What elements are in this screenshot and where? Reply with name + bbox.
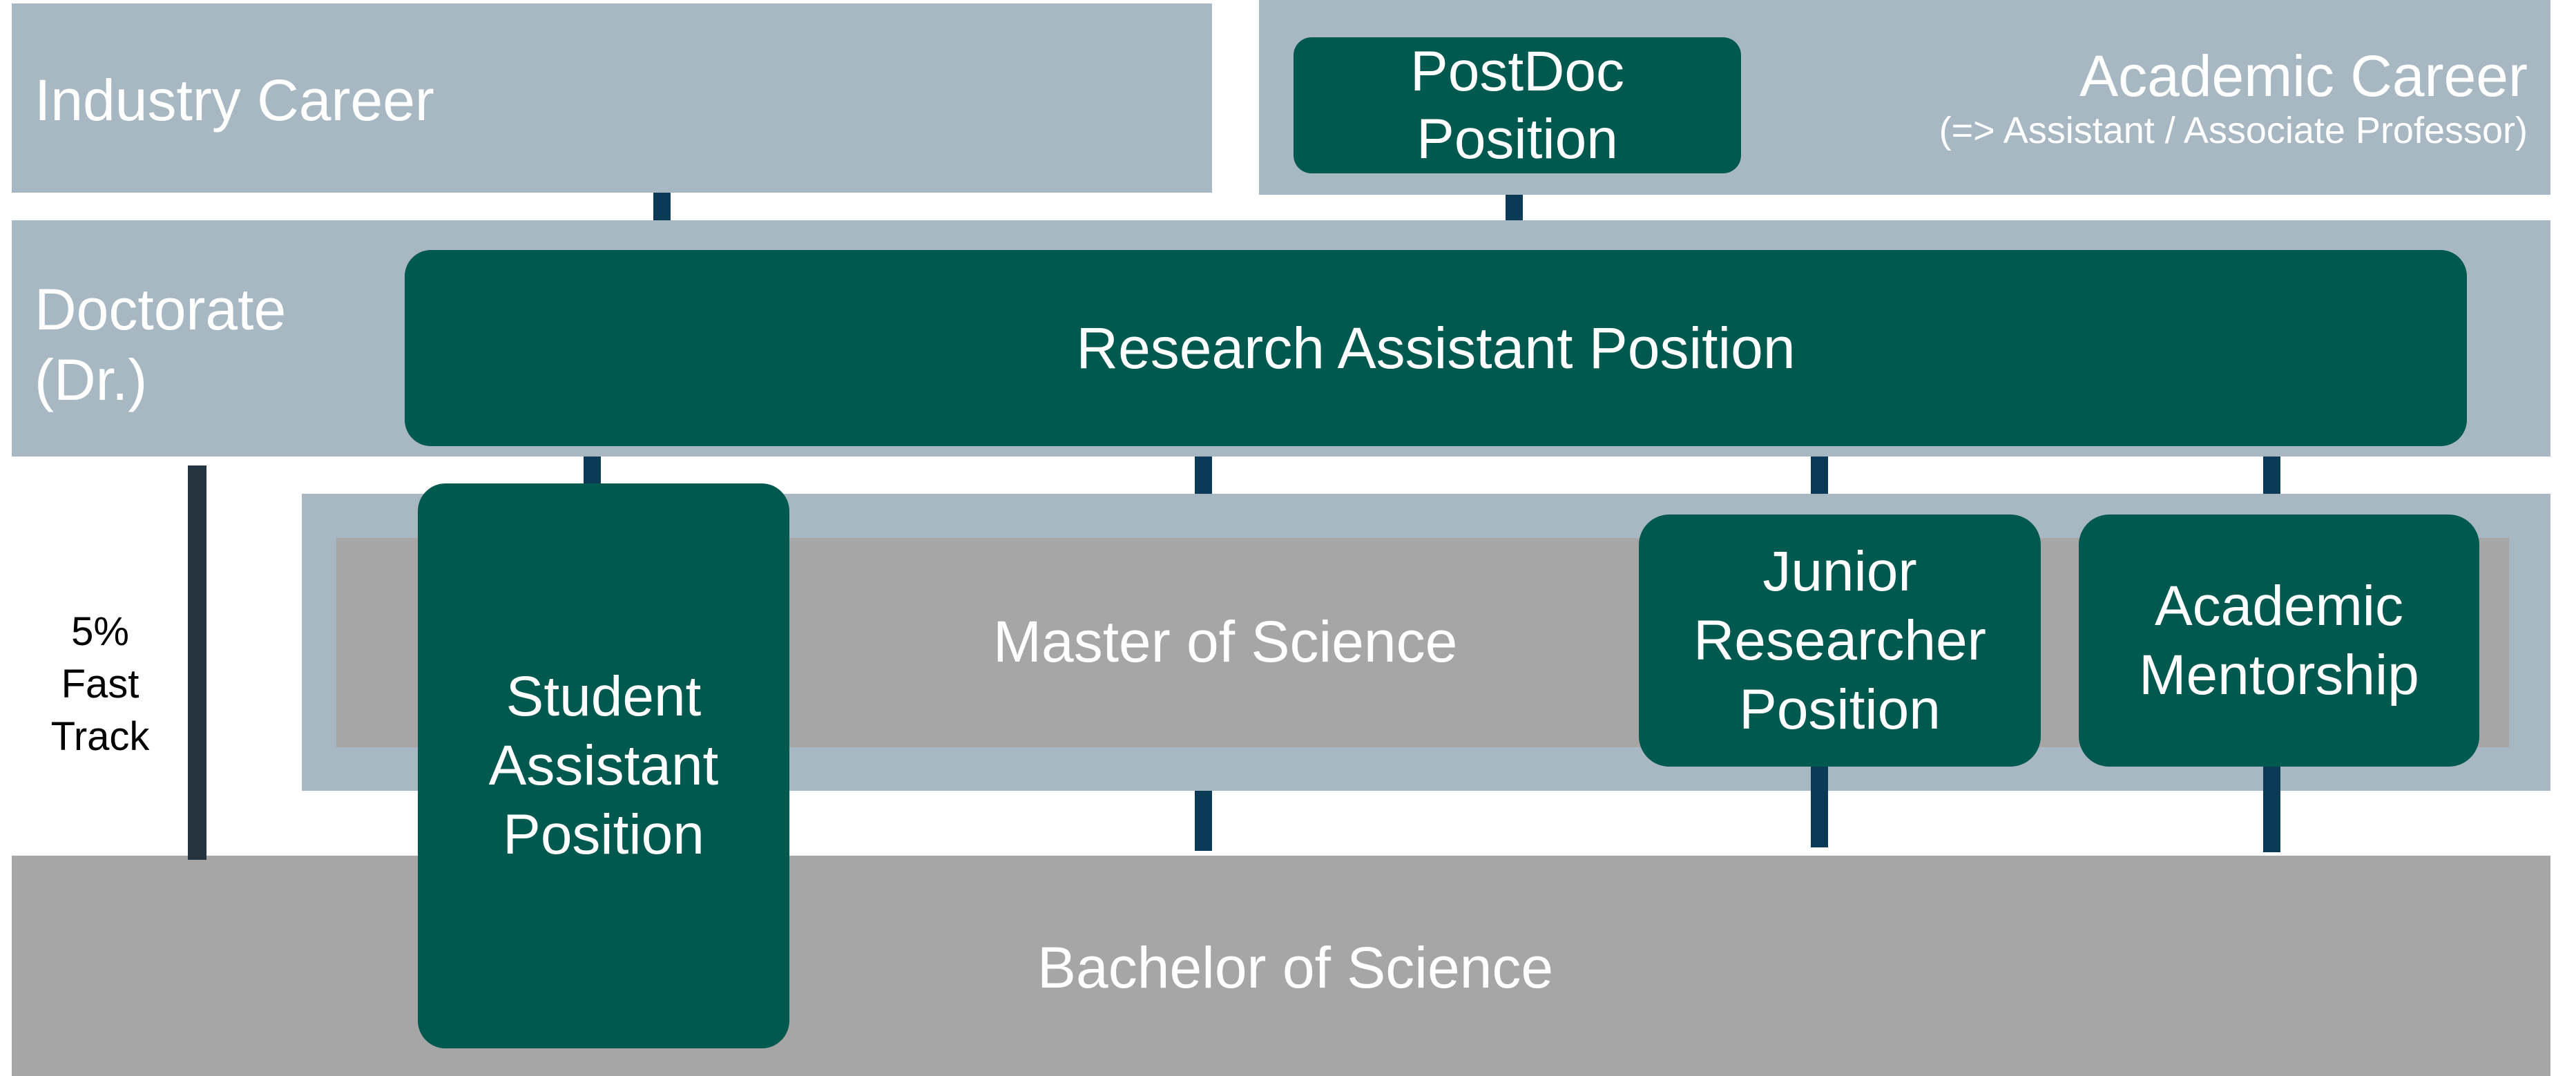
student-assistant-line3: Position (503, 803, 704, 866)
bachelor-of-science-label: Bachelor of Science (1037, 935, 1554, 1000)
doctorate-label-line1: Doctorate (35, 277, 287, 342)
doctorate-label: Doctorate (Dr.) (35, 274, 286, 415)
connector-junior-researcher-bachelor (1811, 767, 1828, 847)
connector-mentorship-bachelor (2263, 767, 2280, 852)
fast-track-line3: Track (50, 714, 150, 759)
connector-doctorate-master (1195, 457, 1212, 494)
research-assistant-position-box: Research Assistant Position (405, 250, 2467, 446)
junior-researcher-line2: Researcher (1693, 608, 1986, 672)
connector-doctorate-mentorship (2263, 457, 2280, 494)
industry-career-label: Industry Career (35, 68, 434, 133)
connector-master-bachelor (1195, 791, 1212, 851)
academic-mentorship-line2: Mentorship (2139, 643, 2419, 707)
postdoc-position-box: PostDoc Position (1294, 37, 1741, 173)
research-assistant-label: Research Assistant Position (1076, 315, 1796, 381)
academic-mentorship-box: Academic Mentorship (2079, 515, 2479, 767)
academic-mentorship-line1: Academic (2154, 574, 2404, 637)
connector-postdoc-doctorate (1506, 195, 1523, 220)
postdoc-label-line2: Position (1416, 107, 1618, 171)
student-assistant-line2: Assistant (488, 734, 719, 797)
academic-career-title: Academic Career (2079, 44, 2528, 108)
fast-track-line2: Fast (61, 662, 140, 707)
junior-researcher-line3: Position (1739, 678, 1941, 741)
fast-track-line1: 5% (71, 609, 129, 654)
student-assistant-position-box: Student Assistant Position (418, 483, 789, 1048)
academic-career-subtitle: (=> Assistant / Associate Professor) (1939, 110, 2528, 151)
industry-career-band: Industry Career (12, 3, 1212, 193)
master-of-science-label: Master of Science (993, 609, 1458, 674)
connector-industry-doctorate (653, 193, 671, 220)
fast-track-label: 5% Fast Track (28, 606, 173, 763)
doctorate-label-line2: (Dr.) (35, 347, 148, 412)
bachelor-of-science-band: Bachelor of Science (12, 856, 2550, 1076)
connector-doctorate-junior-researcher (1811, 457, 1828, 494)
junior-researcher-position-box: Junior Researcher Position (1639, 515, 2041, 767)
junior-researcher-line1: Junior (1762, 539, 1917, 603)
postdoc-label-line1: PostDoc (1410, 39, 1624, 103)
student-assistant-line1: Student (506, 665, 702, 728)
fast-track-bar (188, 465, 206, 860)
